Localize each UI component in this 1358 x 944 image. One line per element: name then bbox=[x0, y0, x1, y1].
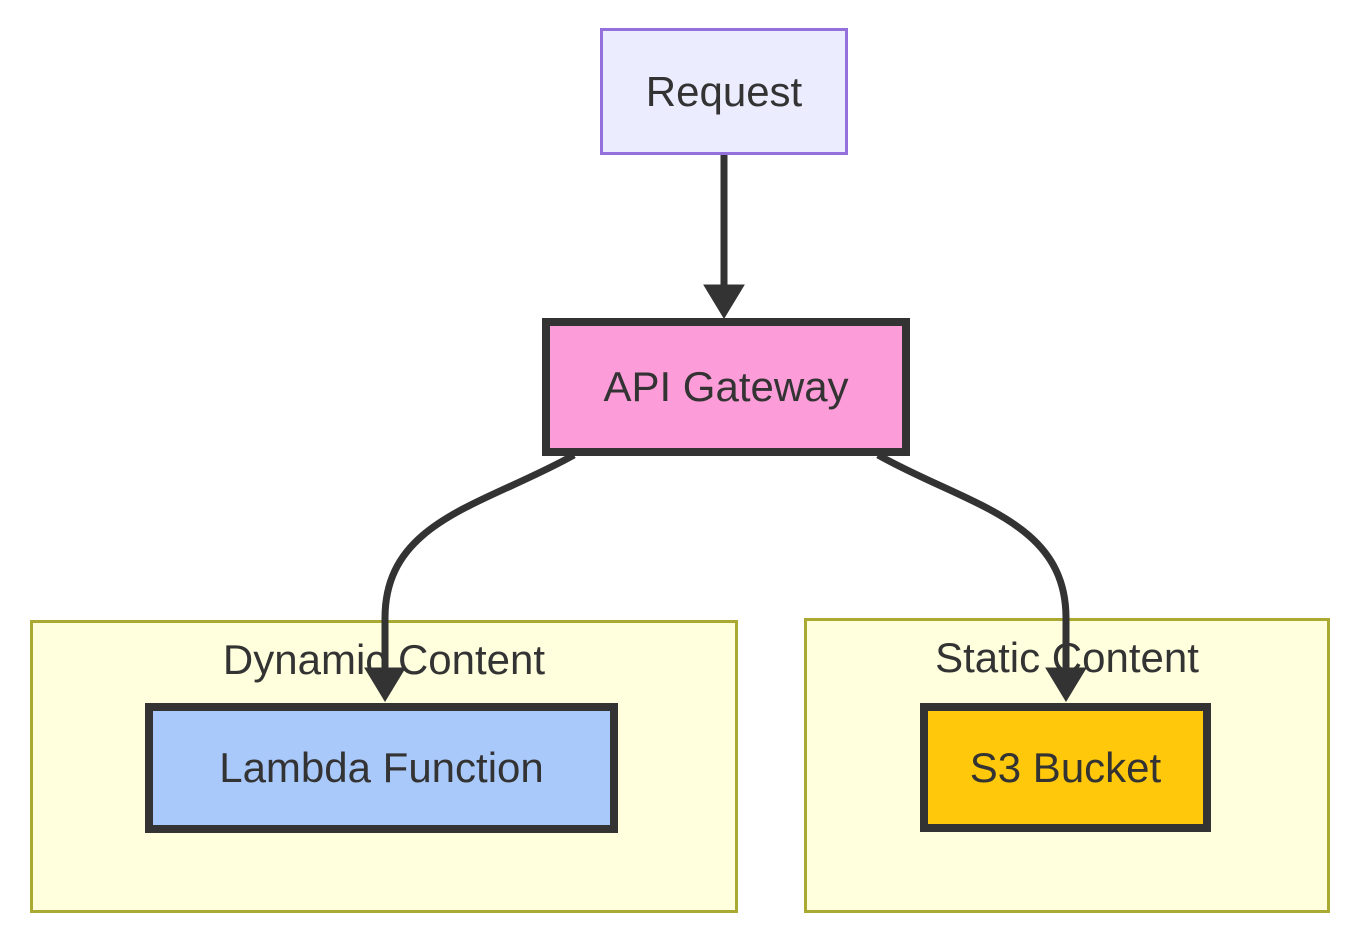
node-api-gateway: API Gateway bbox=[542, 318, 910, 456]
node-s3-bucket-label: S3 Bucket bbox=[969, 743, 1162, 791]
node-s3-bucket: S3 Bucket bbox=[920, 703, 1211, 832]
node-request: Request bbox=[600, 28, 848, 155]
arrowhead-icon bbox=[703, 284, 745, 319]
edge-api-gateway-to-s3 bbox=[876, 451, 1070, 672]
node-request-label: Request bbox=[645, 67, 803, 115]
arrowhead-icon bbox=[1045, 667, 1087, 702]
node-lambda-function-label: Lambda Function bbox=[219, 744, 544, 791]
node-lambda-function: Lambda Function bbox=[145, 703, 618, 833]
node-api-gateway-label: API Gateway bbox=[603, 363, 849, 410]
edge-api-gateway-to-lambda bbox=[381, 451, 576, 672]
arrowhead-icon bbox=[364, 667, 406, 702]
